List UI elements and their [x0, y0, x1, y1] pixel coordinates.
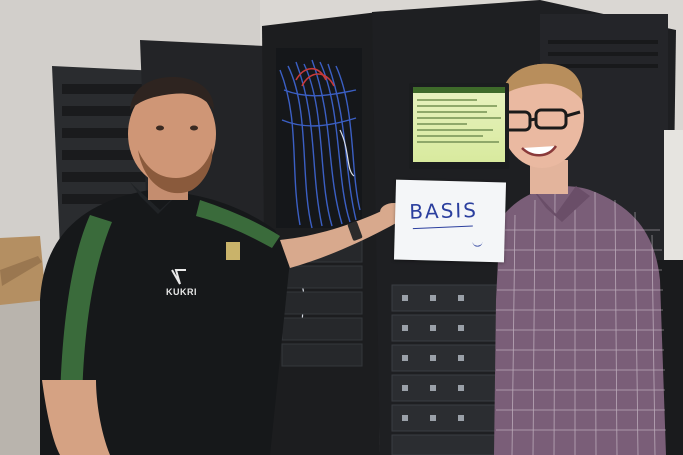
red-cables	[295, 67, 335, 87]
person-right	[494, 63, 666, 455]
server-blades	[391, 284, 501, 455]
monitor	[409, 83, 509, 169]
rack-door-vents	[62, 84, 162, 204]
person-left	[40, 77, 408, 455]
sign-underline	[412, 225, 473, 230]
network-cables	[279, 59, 361, 229]
sign-smiley	[472, 239, 483, 247]
cabinet-left	[0, 300, 45, 455]
monitor-screen	[413, 87, 505, 162]
shirt-logo-text: KUKRI	[166, 287, 197, 297]
sign-text: BASIS	[408, 197, 479, 224]
handwritten-sign: BASIS	[393, 179, 507, 263]
